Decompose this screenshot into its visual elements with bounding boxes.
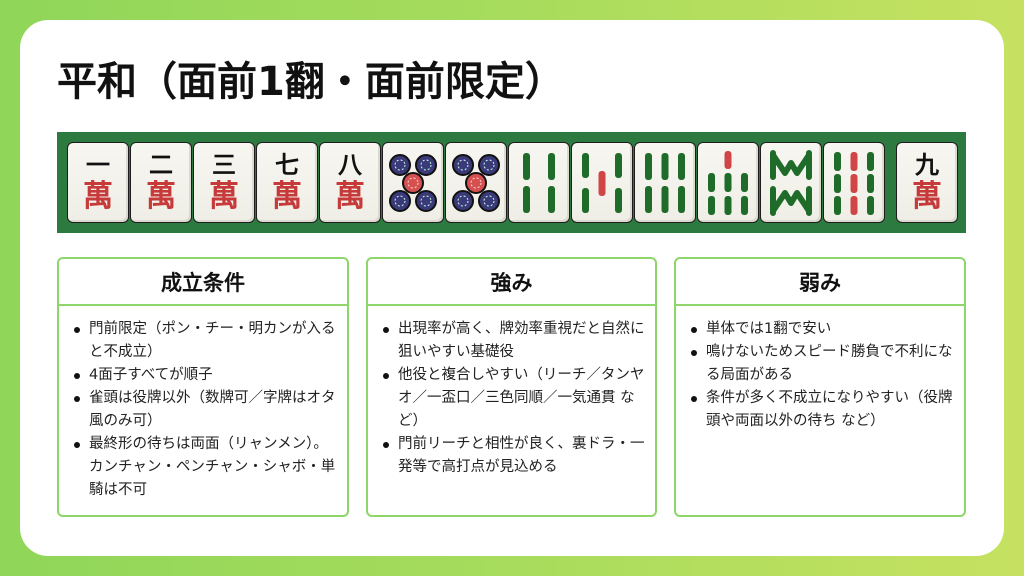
hand-tile-strip: 一 萬 二 萬 三 萬 七 萬 八 萬: [57, 132, 966, 233]
five-circles-icon: [389, 153, 437, 212]
tile-numeral: 八: [338, 149, 362, 179]
tile-numeral: 九: [915, 149, 939, 179]
weaknesses-heading: 弱み: [676, 259, 964, 306]
tile-8-man: 八 萬: [319, 142, 381, 223]
list-item: 雀頭は役牌以外（数牌可／字牌はオタ風のみ可）: [71, 387, 337, 433]
tile-7-sou: [697, 142, 759, 223]
strengths-panel: 強み 出現率が高く、牌効率重視だと自然に狙いやすい基礎役 他役と複合しやすい（リ…: [366, 257, 657, 517]
list-item: 門前限定（ポン・チー・明カンが入ると不成立）: [71, 318, 337, 364]
six-bamboo-icon: [645, 152, 685, 213]
conditions-list: 門前限定（ポン・チー・明カンが入ると不成立） 4面子すべてが順子 雀頭は役牌以外…: [71, 318, 337, 502]
list-item: 門前リーチと相性が良く、裏ドラ・一発等で高打点が見込める: [380, 433, 645, 479]
nine-bamboo-icon: [834, 151, 874, 215]
list-item: 他役と複合しやすい（リーチ／タンヤオ／一盃口／三色同順／一気通貫 など）: [380, 364, 645, 433]
tile-numeral: 一: [86, 149, 110, 179]
tile-3-man: 三 萬: [193, 142, 255, 223]
tile-man-char: 萬: [83, 178, 113, 214]
tile-man-char: 萬: [146, 178, 176, 214]
tile-7-man: 七 萬: [256, 142, 318, 223]
conditions-heading: 成立条件: [59, 259, 347, 306]
tile-5-pin: [382, 142, 444, 223]
tile-8-sou: [760, 142, 822, 223]
weaknesses-panel: 弱み 単体では1翻で安い 鳴けないためスピード勝負で不利になる局面がある 条件が…: [674, 257, 966, 517]
eight-bamboo-icon: [770, 149, 812, 216]
strengths-heading: 強み: [368, 259, 655, 306]
page-title: 平和（面前1翻・面前限定）: [57, 59, 565, 105]
tile-4-sou: [508, 142, 570, 223]
strengths-list: 出現率が高く、牌効率重視だと自然に狙いやすい基礎役 他役と複合しやすい（リーチ／…: [380, 318, 645, 479]
five-bamboo-icon: [582, 152, 622, 213]
five-circles-icon: [452, 153, 500, 212]
tile-man-char: 萬: [335, 178, 365, 214]
list-item: 最終形の待ちは両面（リャンメン）。カンチャン・ペンチャン・シャボ・単騎は不可: [71, 433, 337, 502]
list-item: 鳴けないためスピード勝負で不利になる局面がある: [688, 341, 954, 387]
list-item: 4面子すべてが順子: [71, 364, 337, 387]
tile-man-char: 萬: [209, 178, 239, 214]
four-bamboo-icon: [523, 152, 555, 213]
tile-numeral: 七: [275, 149, 299, 179]
seven-bamboo-icon: [708, 150, 748, 215]
tile-man-char: 萬: [272, 178, 302, 214]
tile-5-pin: [445, 142, 507, 223]
tile-numeral: 三: [212, 149, 236, 179]
tile-numeral: 二: [149, 149, 173, 179]
list-item: 出現率が高く、牌効率重視だと自然に狙いやすい基礎役: [380, 318, 645, 364]
tile-man-char: 萬: [912, 178, 942, 214]
tile-5-sou: [571, 142, 633, 223]
tile-6-sou: [634, 142, 696, 223]
tile-9-sou: [823, 142, 885, 223]
list-item: 単体では1翻で安い: [688, 318, 954, 341]
list-item: 条件が多く不成立になりやすい（役牌頭や両面以外の待ち など）: [688, 387, 954, 433]
weaknesses-list: 単体では1翻で安い 鳴けないためスピード勝負で不利になる局面がある 条件が多く不…: [688, 318, 954, 433]
tile-1-man: 一 萬: [67, 142, 129, 223]
winning-tile-9-man: 九 萬: [896, 142, 958, 223]
tile-2-man: 二 萬: [130, 142, 192, 223]
conditions-panel: 成立条件 門前限定（ポン・チー・明カンが入ると不成立） 4面子すべてが順子 雀頭…: [57, 257, 349, 517]
